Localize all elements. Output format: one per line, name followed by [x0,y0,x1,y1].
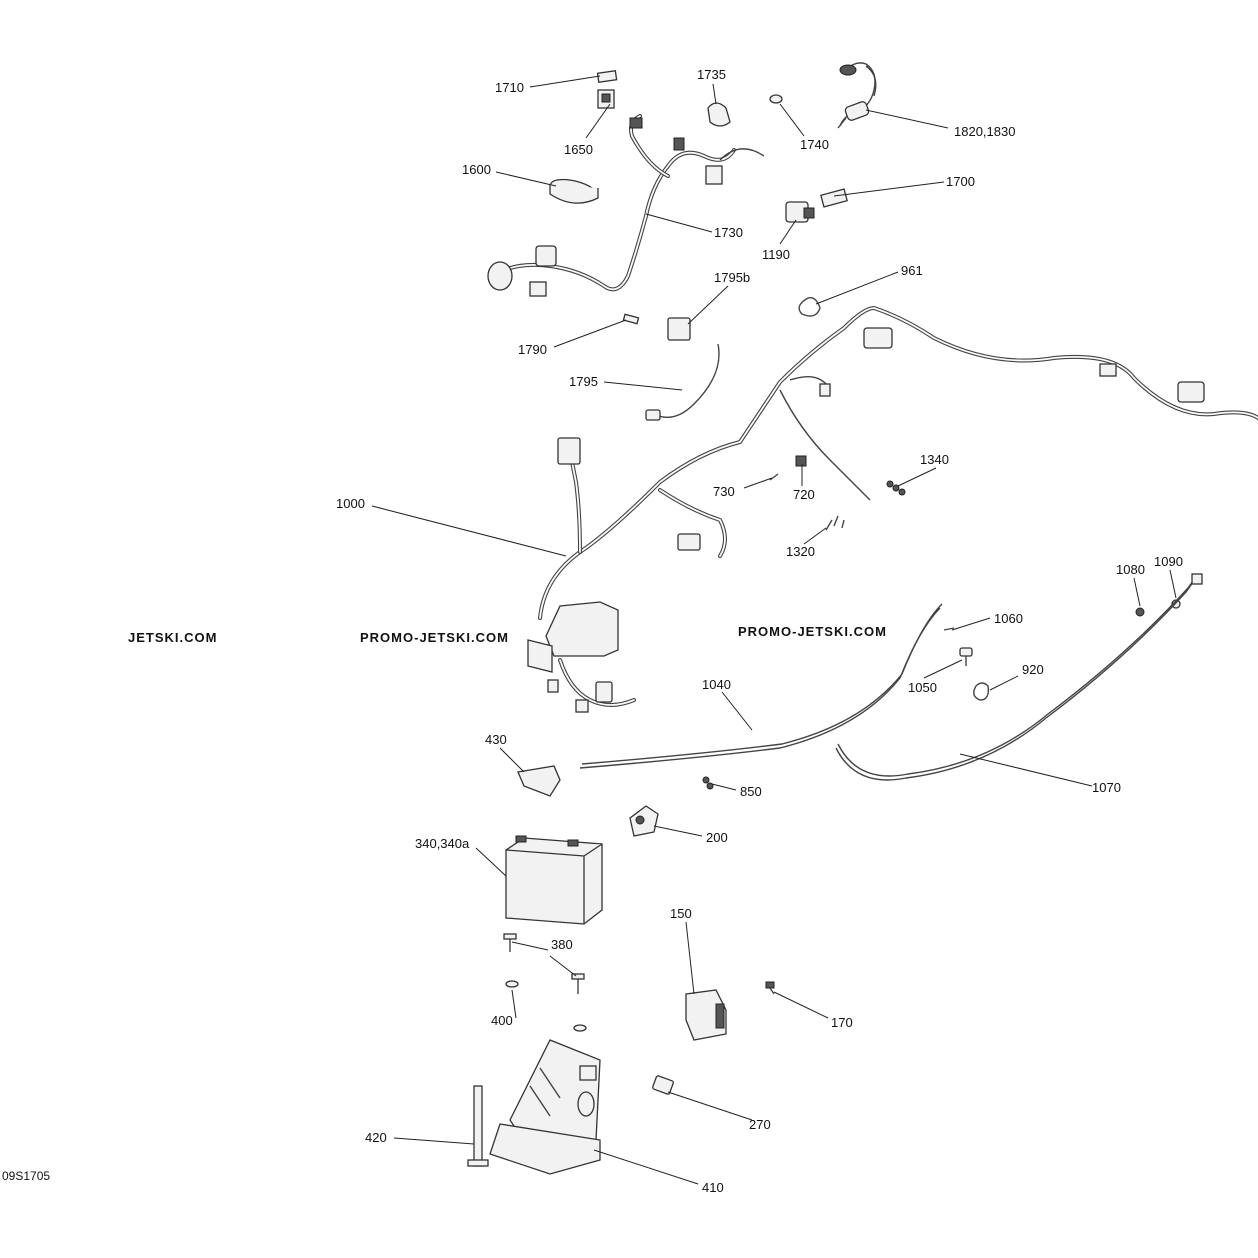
bracket-430 [517,765,561,797]
part-720 [795,455,807,467]
callout-1735: 1735 [697,67,726,82]
lanyard-1820 [837,62,877,129]
callout-1600: 1600 [462,162,491,177]
sensor-200 [629,805,659,837]
callout-1050: 1050 [908,680,937,695]
part-730 [769,473,779,481]
callout-380: 380 [551,937,573,952]
relay-1795b [667,317,691,341]
callout-1710: 1710 [495,80,524,95]
callout-1060: 1060 [994,611,1023,626]
callout-961: 961 [901,263,923,278]
callout-150: 150 [670,906,692,921]
callout-1000: 1000 [336,496,365,511]
callout-1790: 1790 [518,342,547,357]
fuse-harness-1795 [645,343,720,421]
callout-1320: 1320 [786,544,815,559]
callout-1090: 1090 [1154,554,1183,569]
washer-1740 [769,94,783,104]
cable-1040 [579,603,943,769]
callout-1340: 1340 [920,452,949,467]
harness-1730 [487,114,765,297]
callout-270: 270 [749,1117,771,1132]
battery-tray-410 [489,1039,601,1175]
callout-1700: 1700 [946,174,975,189]
callout-410: 410 [702,1180,724,1195]
clip-1735 [707,102,731,127]
screws-1320 [825,515,845,531]
callout-420: 420 [365,1130,387,1145]
callout-1730: 1730 [714,225,743,240]
connector-1650 [597,89,615,109]
watermark-text: PROMO-JETSKI.COM [738,624,887,639]
washers-400 [505,980,587,1032]
callout-920: 920 [1022,662,1044,677]
watermark: JETSKI.COM PROMO-JETSKI.COM PROMO-JETSKI… [128,624,887,645]
screw-170 [765,981,775,995]
watermark-text: PROMO-JETSKI.COM [360,630,509,645]
strap-420 [467,1085,489,1167]
callout-170: 170 [831,1015,853,1030]
leader-lines [371,75,1177,1185]
connector-1700 [820,188,848,208]
pad-1600 [549,178,599,204]
module-150 [685,989,727,1041]
fuse-1790 [622,313,640,325]
callout-200: 200 [706,830,728,845]
connector-270 [652,1075,674,1095]
callout-850: 850 [740,784,762,799]
screws-850 [702,776,714,790]
callout-1795: 1795 [569,374,598,389]
part-1060 [943,627,955,631]
callout-1080: 1080 [1116,562,1145,577]
tie-920 [973,682,990,701]
callout-labels: 1710 1650 1735 1740 1820,1830 1600 1730 … [336,67,1183,1195]
screws-1340 [886,480,906,496]
callout-340-340a: 340,340a [415,836,470,851]
switch-1190 [785,201,815,223]
callout-430: 430 [485,732,507,747]
callout-720: 720 [793,487,815,502]
battery-340 [505,835,603,925]
callout-1795b: 1795b [714,270,750,285]
drawing-code: 09S1705 [2,1169,50,1183]
connector-1710 [596,70,618,83]
callout-400: 400 [491,1013,513,1028]
callout-1070: 1070 [1092,780,1121,795]
bolt-1050 [959,647,973,666]
tie-961 [798,297,821,317]
callout-1820-1830: 1820,1830 [954,124,1015,139]
parts-artwork [467,62,1258,1175]
callout-1190: 1190 [762,247,790,262]
bolts-380 [503,933,585,994]
main-harness-1000 [527,306,1258,713]
callout-1650: 1650 [564,142,593,157]
callout-1740: 1740 [800,137,829,152]
callout-1040: 1040 [702,677,731,692]
callout-730: 730 [713,484,735,499]
nut-1080 [1135,607,1145,617]
cable-1070 [835,573,1203,781]
watermark-text: JETSKI.COM [128,630,217,645]
